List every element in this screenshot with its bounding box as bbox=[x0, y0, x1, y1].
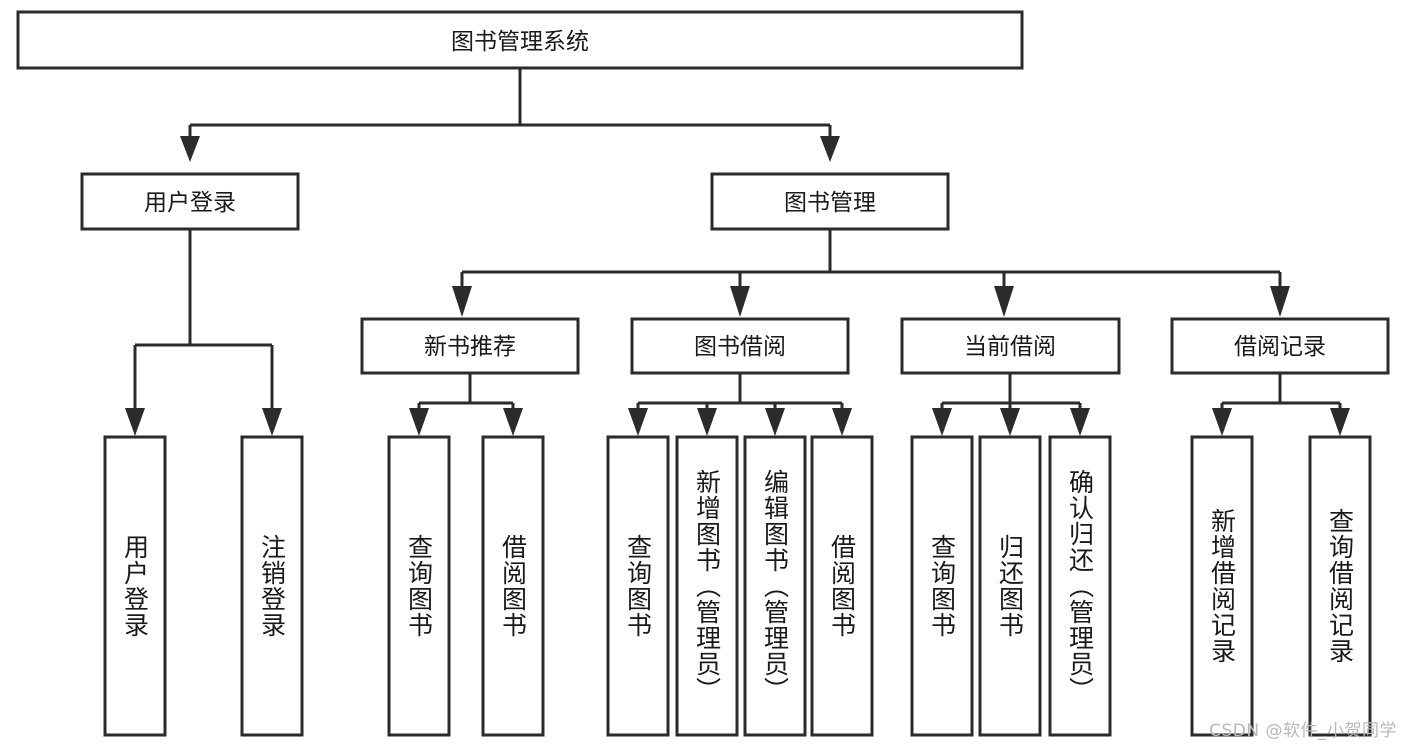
leaf-box-borrow-book-1[interactable] bbox=[481, 435, 545, 737]
leaf-box-query-book-1[interactable] bbox=[387, 435, 451, 737]
leaf-box-confirm-return[interactable] bbox=[1048, 435, 1112, 737]
arrowhead-current-borrow bbox=[994, 286, 1014, 317]
node-current-borrow-label: 当前借阅 bbox=[964, 334, 1056, 360]
node-borrow-record[interactable]: 借阅记录 bbox=[1170, 317, 1390, 375]
arrowhead-leaf-edit-book bbox=[765, 408, 785, 436]
leaf-box-user-logout[interactable] bbox=[240, 435, 304, 737]
leaf-box-return-book[interactable] bbox=[978, 435, 1042, 737]
connector-new-book-recommend-to-leaves bbox=[409, 373, 523, 436]
node-book-manage[interactable]: 图书管理 bbox=[710, 172, 950, 231]
arrowhead-leaf-query-book-1 bbox=[409, 408, 429, 436]
leaf-box-query-book-3[interactable] bbox=[910, 435, 974, 737]
watermark-text: CSDN @软件_小贺同学 bbox=[1209, 721, 1397, 741]
connector-root-to-level1 bbox=[180, 68, 840, 162]
leaf-box-add-book[interactable] bbox=[675, 435, 739, 737]
arrowhead-new-book-recommend bbox=[452, 286, 472, 317]
arrowhead-leaf-user-logout bbox=[262, 408, 282, 436]
leaf-box-edit-book[interactable] bbox=[743, 435, 807, 737]
connector-book-manage-to-level2 bbox=[452, 229, 1290, 317]
leaf-box-user-login[interactable] bbox=[103, 435, 167, 737]
connector-current-borrow-to-leaves bbox=[932, 373, 1090, 436]
arrowhead-leaf-add-book bbox=[697, 408, 717, 436]
node-book-borrow-label: 图书借阅 bbox=[694, 334, 786, 360]
node-root-label: 图书管理系统 bbox=[451, 29, 589, 55]
arrowhead-leaf-query-record bbox=[1330, 408, 1350, 436]
node-root-box[interactable] bbox=[16, 10, 1024, 70]
arrowhead-leaf-query-book-3 bbox=[932, 408, 952, 436]
leaf-box-add-record[interactable] bbox=[1190, 435, 1254, 737]
node-borrow-record-label: 借阅记录 bbox=[1234, 334, 1326, 360]
arrowhead-borrow-record bbox=[1270, 286, 1290, 317]
node-user-login-label: 用户登录 bbox=[144, 190, 236, 216]
arrowhead-leaf-borrow-book-1 bbox=[503, 408, 523, 436]
connector-user-login-to-leaves bbox=[125, 229, 282, 436]
node-new-book-recommend[interactable]: 新书推荐 bbox=[360, 317, 580, 375]
node-new-book-recommend-label: 新书推荐 bbox=[424, 334, 516, 360]
node-book-borrow[interactable]: 图书借阅 bbox=[630, 317, 850, 375]
arrowhead-leaf-borrow-book-2 bbox=[832, 408, 852, 436]
arrowhead-to-user-login bbox=[180, 136, 200, 162]
arrowhead-leaf-return-book bbox=[1000, 408, 1020, 436]
node-current-borrow[interactable]: 当前借阅 bbox=[900, 317, 1121, 375]
arrowhead-leaf-confirm-return bbox=[1070, 408, 1090, 436]
leaf-box-borrow-book-2[interactable] bbox=[810, 435, 874, 737]
node-book-manage-label: 图书管理 bbox=[784, 190, 876, 216]
leaf-box-query-record[interactable] bbox=[1308, 435, 1372, 737]
connector-borrow-record-to-leaves bbox=[1212, 373, 1350, 436]
leaf-box-query-book-2[interactable] bbox=[606, 435, 670, 737]
connector-book-borrow-to-leaves bbox=[628, 373, 852, 436]
node-current-borrow-box[interactable] bbox=[900, 317, 1121, 375]
arrowhead-leaf-user-login bbox=[125, 408, 145, 436]
arrowhead-leaf-query-book-2 bbox=[628, 408, 648, 436]
node-root[interactable]: 图书管理系统 bbox=[16, 10, 1024, 70]
arrowhead-to-book-manage bbox=[820, 136, 840, 162]
node-new-book-recommend-box[interactable] bbox=[360, 317, 580, 375]
arrowhead-leaf-add-record bbox=[1212, 408, 1232, 436]
node-user-login[interactable]: 用户登录 bbox=[80, 172, 300, 231]
arrowhead-book-borrow bbox=[730, 286, 750, 317]
